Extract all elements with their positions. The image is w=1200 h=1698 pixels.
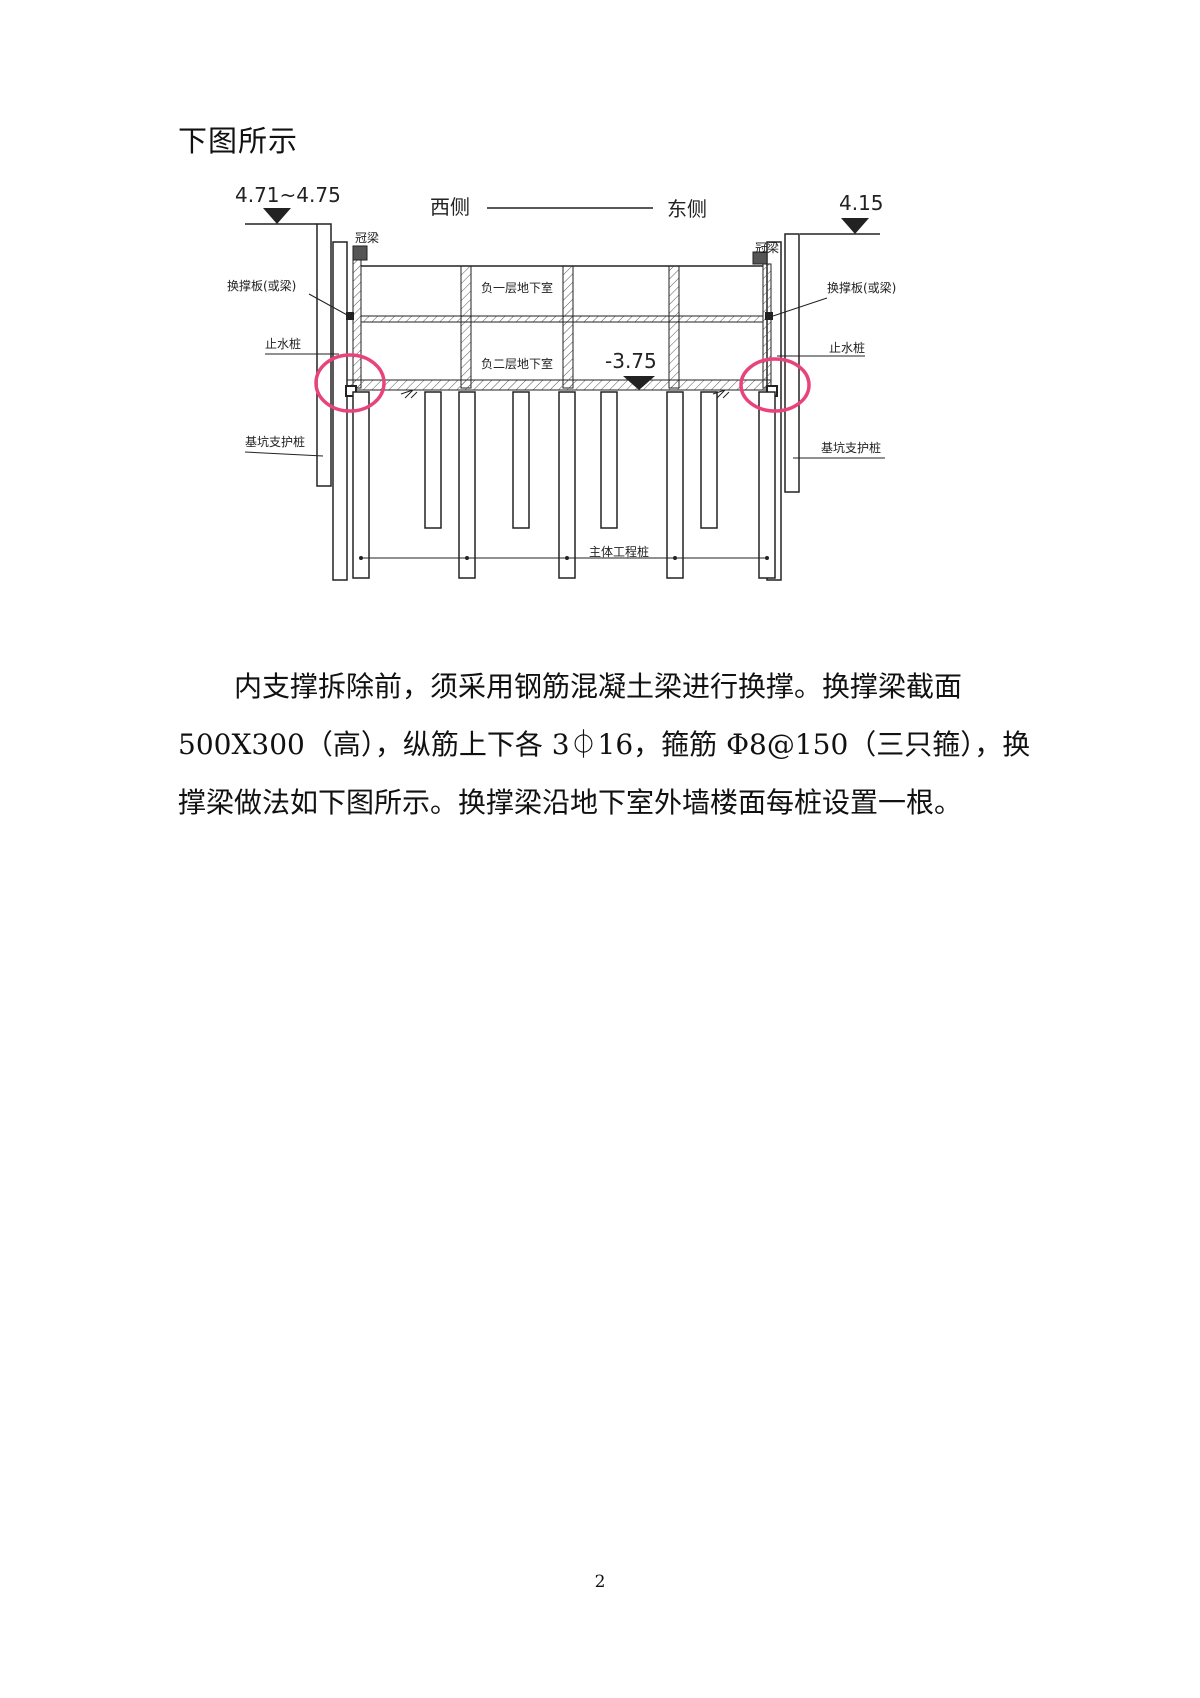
b1-floor-slab — [360, 315, 764, 323]
outer-wall-left — [352, 259, 362, 389]
column-2 — [562, 265, 574, 389]
replace-strut-left — [346, 312, 354, 320]
floor-elevation-marker — [623, 376, 655, 390]
foundation-section-diagram: 4.71~4.75 4.15 西侧 东侧 — [225, 180, 985, 630]
b2-bottom-slab — [346, 379, 772, 391]
intro-text: 下图所示 — [178, 124, 299, 158]
crown-beam-label-right: 冠梁 — [755, 240, 779, 255]
outer-wall-right — [762, 263, 772, 389]
crown-beam-right — [752, 251, 768, 265]
elevation-marker-right — [841, 218, 869, 234]
body-paragraph: 内支撑拆除前，须采用钢筋混凝土梁进行换撑。换撑梁截面 500X300（高），纵筋… — [178, 658, 1073, 832]
support-pile-left — [316, 223, 332, 487]
paragraph-line-2: 500X300（高），纵筋上下各 3⏀16，箍筋 Φ8@150（三只箍），换 — [178, 728, 1031, 761]
elevation-marker-left — [263, 208, 291, 224]
paragraph-line-3: 撑梁做法如下图所示。换撑梁沿地下室外墙楼面每桩设置一根。 — [178, 786, 963, 819]
elevation-label-left: 4.71~4.75 — [235, 183, 341, 207]
replace-label-right: 换撑板(或梁) — [827, 280, 896, 295]
support-pile-label-right: 基坑支护桩 — [821, 440, 881, 455]
section-drawing: 4.71~4.75 4.15 西侧 东侧 — [227, 183, 896, 581]
replace-strut-right — [765, 312, 773, 320]
main-pile-4 — [512, 391, 530, 529]
paragraph-line-1: 内支撑拆除前，须采用钢筋混凝土梁进行换撑。换撑梁截面 — [234, 670, 963, 703]
support-pile-label-left: 基坑支护桩 — [245, 434, 305, 449]
dim-dot-4 — [673, 556, 677, 560]
direction-west: 西侧 — [430, 195, 470, 219]
floor-elevation-label: -3.75 — [605, 349, 657, 373]
support-pile-leader-left — [244, 451, 324, 457]
soil-mark-left — [400, 389, 418, 399]
b1-label: 负一层地下室 — [481, 280, 553, 295]
main-pile-6 — [600, 391, 618, 529]
main-pile-8 — [700, 391, 718, 529]
water-pile-label-left: 止水桩 — [265, 336, 301, 351]
crown-beam-left — [352, 245, 368, 261]
b2-label: 负二层地下室 — [481, 356, 553, 371]
column-1 — [460, 265, 472, 389]
replace-leader-left — [308, 293, 350, 317]
column-3 — [668, 265, 680, 389]
highlight-circle-left — [314, 353, 386, 413]
main-pile-7 — [666, 391, 684, 579]
dim-dot-1 — [359, 556, 363, 560]
dim-dot-3 — [565, 556, 569, 560]
soil-mark-right — [712, 389, 730, 399]
dim-dot-5 — [765, 556, 769, 560]
main-pile-3 — [458, 391, 476, 579]
highlight-circle-right — [739, 357, 811, 413]
water-pile-label-right: 止水桩 — [829, 340, 865, 355]
replace-beam-left — [345, 385, 357, 397]
crown-beam-label-left: 冠梁 — [355, 230, 379, 245]
elevation-label-right: 4.15 — [839, 191, 884, 215]
dim-dot-2 — [465, 556, 469, 560]
main-pile-1 — [352, 391, 370, 579]
main-pile-5 — [558, 391, 576, 579]
replace-leader-right — [772, 297, 828, 317]
direction-east: 东侧 — [667, 197, 707, 221]
replace-label-left: 换撑板(或梁) — [227, 278, 296, 293]
page-number: 2 — [594, 1572, 606, 1592]
main-pile-label: 主体工程桩 — [589, 544, 649, 559]
main-pile-9 — [758, 391, 776, 579]
main-pile-2 — [424, 391, 442, 529]
